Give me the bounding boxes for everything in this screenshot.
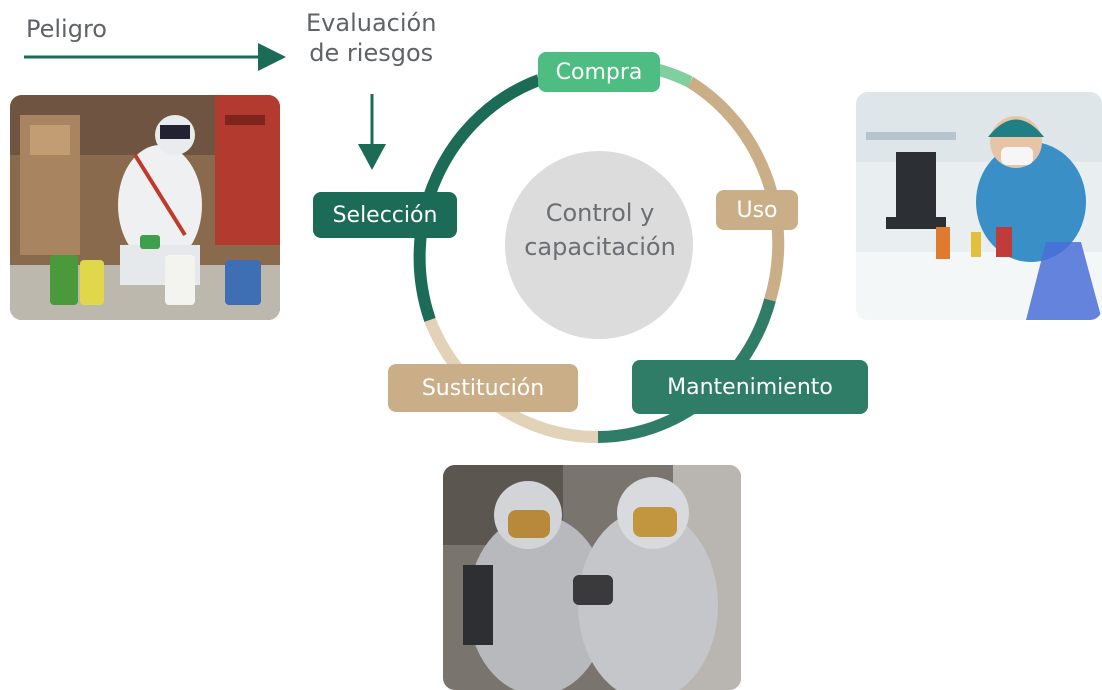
- stage-compra: Compra: [538, 52, 660, 92]
- stage-uso: Uso: [716, 190, 798, 230]
- center-line2: capacitación: [524, 233, 676, 261]
- right-arrow-icon: [24, 43, 286, 71]
- photo-lab-technician: [856, 92, 1102, 320]
- risk-assessment-line1: Evaluación: [306, 9, 437, 37]
- stage-mantenimiento: Mantenimiento: [632, 360, 868, 414]
- risk-assessment-line2: de riesgos: [309, 39, 434, 67]
- stage-sustitucion: Sustitución: [388, 364, 578, 412]
- photo-proximity-suits: [443, 465, 741, 690]
- center-line1: Control y: [545, 199, 655, 227]
- photo-protective-suit-worker: [10, 95, 280, 320]
- down-arrow-icon: [358, 94, 386, 170]
- ring-segment-seleccion: [413, 74, 542, 322]
- center-circle: [505, 151, 693, 339]
- hazard-label: Peligro: [26, 15, 107, 43]
- cycle-center-label: Control y capacitación: [505, 196, 695, 264]
- stage-seleccion: Selección: [313, 192, 457, 238]
- risk-assessment-label: Evaluación de riesgos: [306, 8, 436, 68]
- ring-segment-uso: [686, 76, 785, 302]
